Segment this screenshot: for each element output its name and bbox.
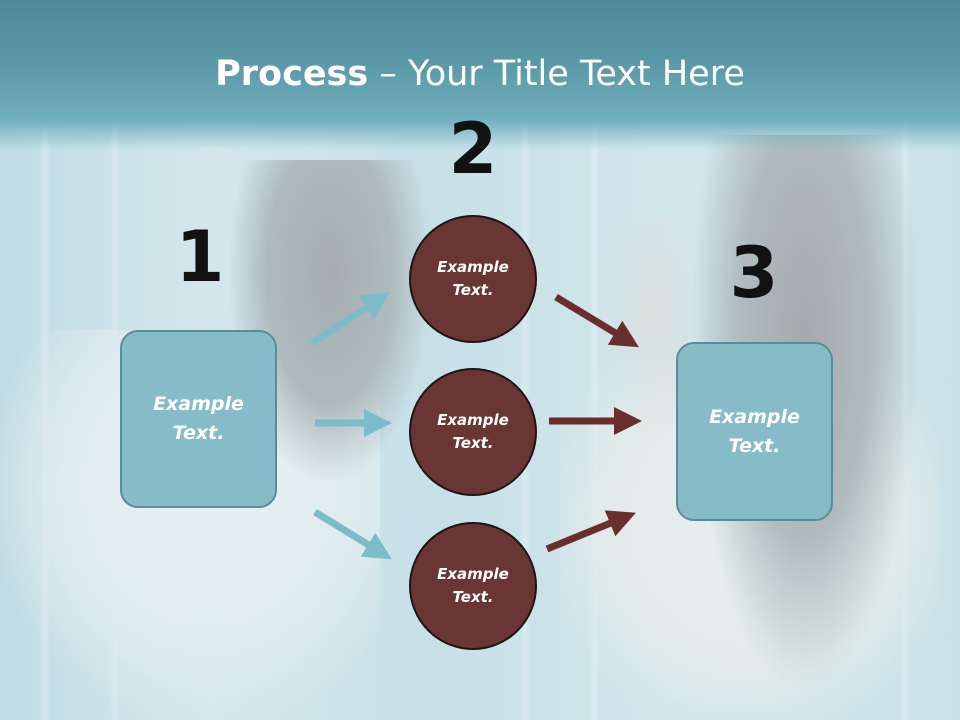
step-3-box[interactable]: Example Text. (676, 342, 833, 521)
title-bold: Process (215, 54, 369, 94)
arrow-brown-up (545, 510, 636, 553)
step-1-box-text: Example Text. (153, 393, 244, 444)
circle-middle-text: Example Text. (437, 411, 509, 452)
step-number-3: 3 (729, 232, 779, 314)
arrow-brown-down (554, 294, 639, 348)
circle-bottom-text: Example Text. (437, 565, 509, 606)
circle-bottom[interactable]: Example Text. (409, 522, 537, 650)
arrow-teal-down (313, 509, 392, 560)
circle-top[interactable]: Example Text. (409, 215, 537, 343)
step-3-box-text: Example Text. (709, 405, 800, 457)
circle-top-text: Example Text. (437, 258, 509, 299)
circle-middle[interactable]: Example Text. (409, 368, 537, 496)
step-1-box[interactable]: Example Text. (120, 330, 277, 508)
slide-title[interactable]: Process – Your Title Text Here (0, 52, 960, 96)
arrow-teal-up (310, 292, 390, 346)
title-rest: – Your Title Text Here (368, 54, 745, 94)
title-band (0, 0, 960, 150)
step-number-2: 2 (448, 108, 498, 190)
step-number-1: 1 (175, 216, 225, 298)
